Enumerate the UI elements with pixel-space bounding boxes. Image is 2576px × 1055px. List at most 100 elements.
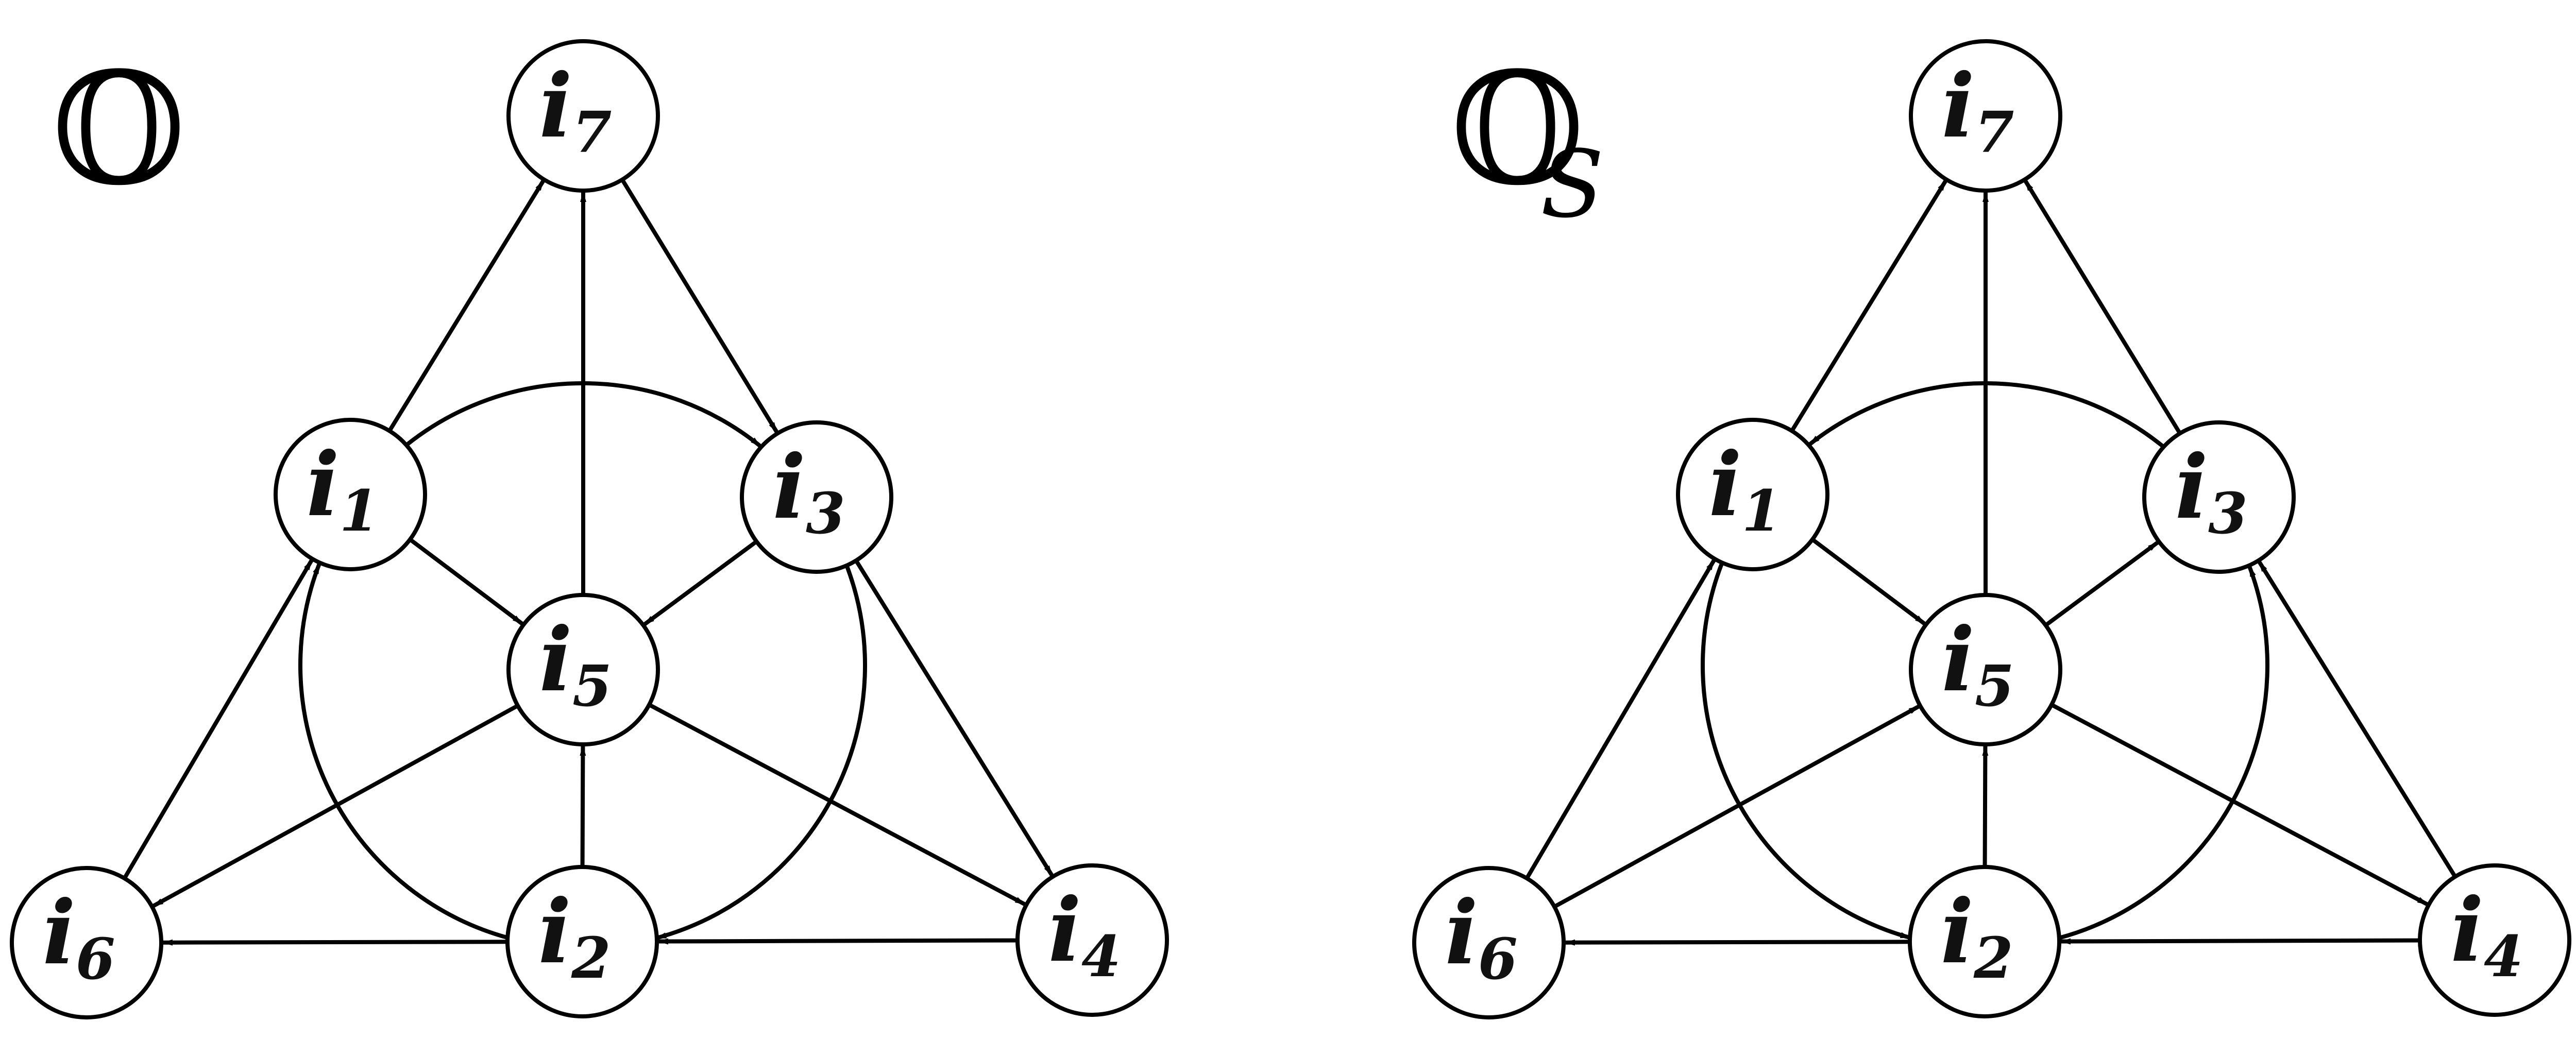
- edge-i4-to-i3: [2257, 560, 2457, 878]
- node-label-subscript: 3: [806, 480, 845, 547]
- node-i5: i5: [1909, 593, 2062, 746]
- node-label-main: i: [1941, 608, 1975, 711]
- node-label: i1: [306, 433, 379, 544]
- node-label-subscript: 1: [340, 478, 379, 544]
- edge-i4-to-i2: [657, 938, 1018, 945]
- node-i1: i1: [274, 418, 427, 571]
- node-circle: [1015, 863, 1169, 1017]
- edge-i2-to-i1: [298, 563, 509, 940]
- edge-i4-to-i2: [2060, 938, 2420, 945]
- node-label: i1: [1708, 433, 1781, 544]
- node-circle: [2142, 420, 2296, 574]
- node-label-main: i: [539, 608, 572, 711]
- node-label: i3: [2175, 436, 2247, 547]
- node-label-subscript: 2: [571, 925, 611, 991]
- node-label-main: i: [538, 880, 571, 983]
- panel-title-subscript: S: [1540, 131, 1604, 239]
- edge-i3-to-i1: [1808, 381, 2164, 448]
- node-label: i7: [539, 55, 612, 165]
- node-circle: [10, 866, 163, 1019]
- node-label-main: i: [1708, 433, 1742, 536]
- edge-i5-to-i6: [151, 704, 519, 908]
- node-circle: [2418, 863, 2571, 1017]
- edge-i3-to-i7: [2023, 179, 2182, 435]
- edge-i3-to-i4: [854, 559, 1054, 877]
- node-label-subscript: 3: [2208, 480, 2248, 547]
- node-label-subscript: 7: [572, 99, 612, 165]
- node-label-subscript: 7: [1975, 99, 2014, 165]
- node-i3: i3: [2142, 420, 2296, 574]
- edge-i7-to-i3: [620, 178, 779, 434]
- node-i7: i7: [506, 39, 660, 193]
- node-label-main: i: [1445, 881, 1478, 984]
- edge-i1-to-i2: [1701, 563, 1911, 940]
- node-label-main: i: [2450, 879, 2484, 982]
- node-label-subscript: 1: [1742, 478, 1782, 544]
- node-i2: i2: [1908, 865, 2061, 1018]
- node-label: i4: [1048, 879, 1121, 990]
- edge-i6-to-i1: [1525, 558, 1716, 880]
- edge-i5-to-i3: [2044, 540, 2160, 627]
- edge-i2-to-i3: [2058, 565, 2269, 941]
- edge-i1-to-i7: [387, 179, 546, 432]
- node-i4: i4: [1015, 863, 1169, 1017]
- node-i3: i3: [740, 420, 893, 574]
- node-label-subscript: 6: [76, 926, 115, 992]
- edge-i3-to-i5: [642, 539, 758, 626]
- node-circle: [506, 593, 660, 746]
- node-label: i2: [538, 880, 611, 991]
- edge-i1-to-i3: [405, 381, 762, 448]
- node-label: i5: [539, 608, 612, 719]
- node-label-subscript: 4: [1081, 923, 1121, 990]
- node-circle: [505, 865, 659, 1018]
- edge-i5-to-i4: [648, 703, 1027, 907]
- node-label-main: i: [306, 433, 340, 536]
- node-label-main: i: [539, 55, 572, 158]
- node-circle: [1412, 866, 1566, 1019]
- node-circle: [1908, 865, 2061, 1018]
- node-circle: [1909, 39, 2062, 193]
- node-circle: [740, 420, 893, 574]
- node-circle: [274, 418, 427, 571]
- node-label-subscript: 5: [572, 653, 612, 719]
- node-label-subscript: 2: [1973, 925, 2013, 991]
- node-label-main: i: [772, 436, 806, 539]
- edge-i6-to-i5: [1553, 704, 1921, 909]
- node-i6: i6: [1412, 866, 1566, 1019]
- node-i6: i6: [10, 866, 163, 1019]
- node-i7: i7: [1909, 39, 2062, 193]
- edge-group: [123, 178, 1054, 946]
- node-i4: i4: [2418, 863, 2571, 1017]
- edge-i3-to-i2: [655, 565, 867, 941]
- panel-title-symbol: 𝕆: [1450, 40, 1585, 219]
- node-label-subscript: 6: [1478, 926, 1518, 992]
- edge-i2-to-i5: [1982, 745, 1989, 867]
- node-label-main: i: [1048, 879, 1081, 982]
- edge-i1-to-i5: [409, 537, 524, 626]
- node-label: i6: [42, 881, 115, 992]
- node-label: i3: [772, 436, 845, 547]
- node-circle: [1676, 418, 1829, 571]
- panel-title-symbol: 𝕆: [52, 40, 186, 219]
- edge-i1-to-i5: [1811, 537, 1926, 626]
- node-label-main: i: [1941, 55, 1975, 158]
- edge-i5-to-i4: [2050, 703, 2429, 907]
- node-label-main: i: [42, 881, 76, 984]
- node-i1: i1: [1676, 418, 1829, 571]
- node-label-main: i: [1940, 880, 1974, 983]
- node-circle: [506, 39, 660, 193]
- node-label-main: i: [2175, 436, 2208, 539]
- node-label: i2: [1940, 880, 2013, 991]
- node-i2: i2: [505, 865, 659, 1018]
- node-label: i7: [1941, 55, 2014, 165]
- node-label-subscript: 5: [1975, 653, 2014, 719]
- node-label: i4: [2450, 879, 2523, 990]
- edge-group: [1525, 179, 2457, 946]
- node-label: i5: [1941, 608, 2014, 719]
- panel-title: 𝕆 S: [1450, 40, 1604, 239]
